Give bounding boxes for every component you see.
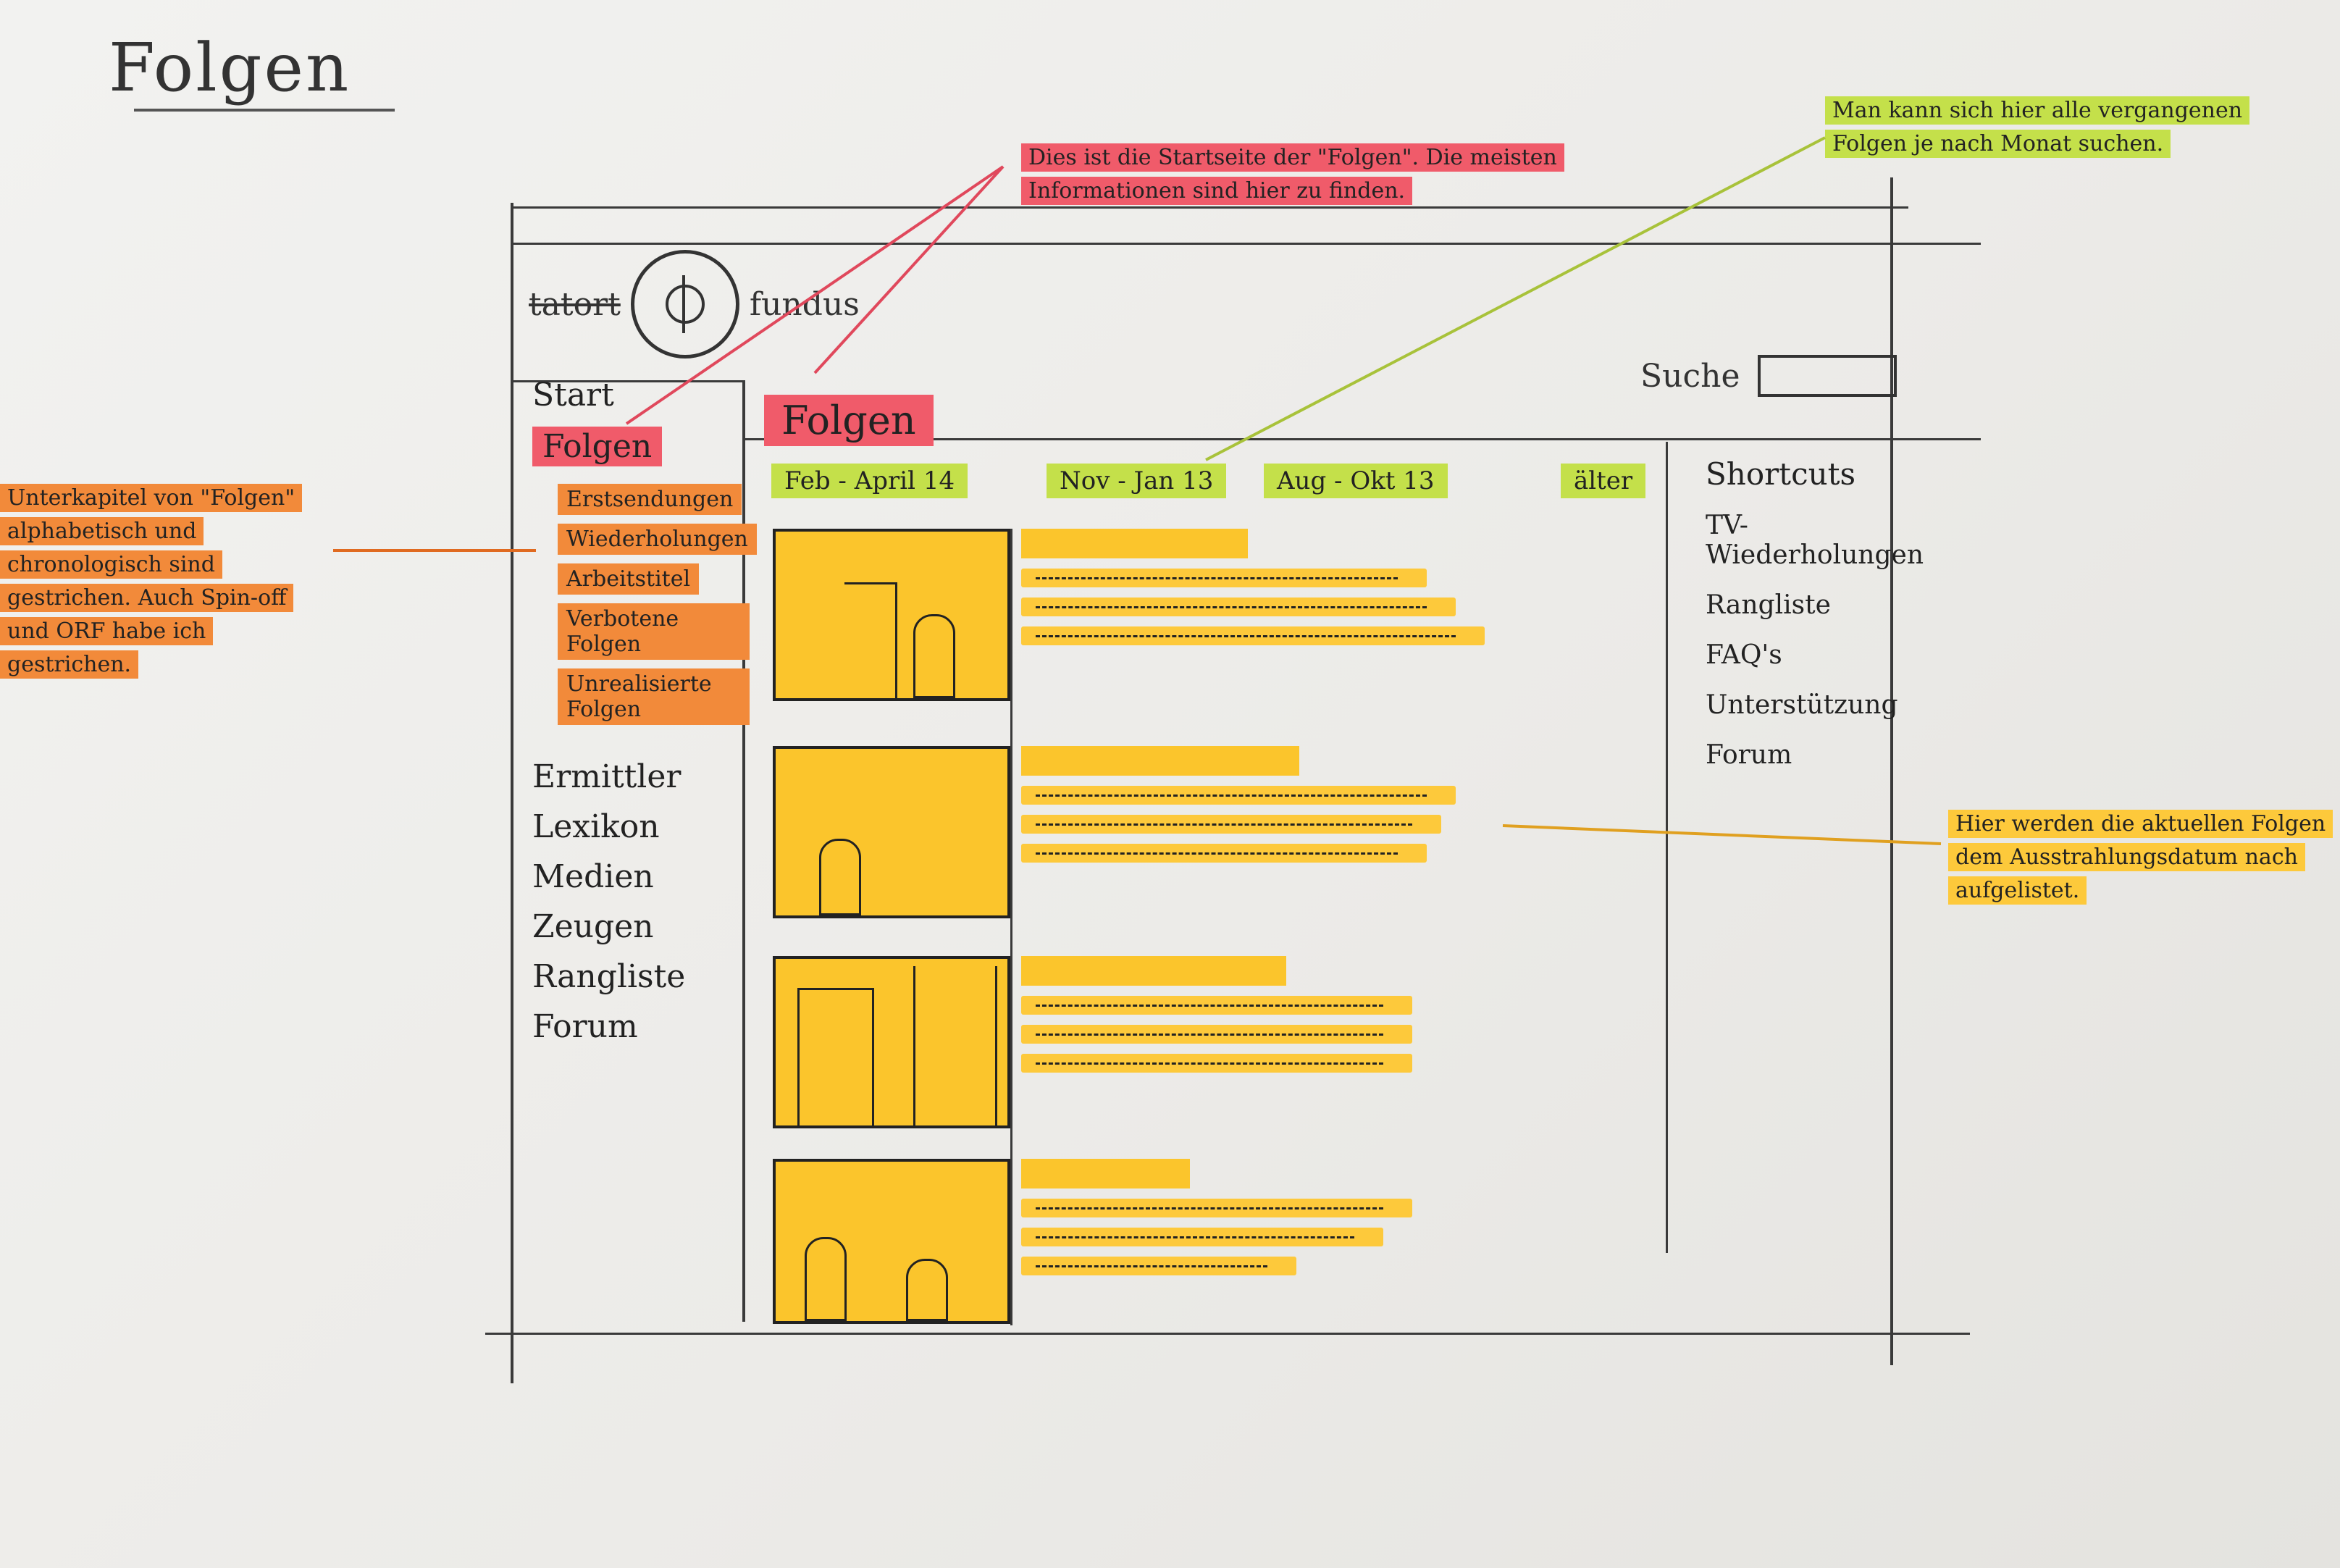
episode-item[interactable] bbox=[764, 956, 1488, 1130]
subnav-item-unrealisierte-folgen[interactable]: Unrealisierte Folgen bbox=[558, 668, 750, 725]
shortcuts-panel: Shortcuts TV-Wiederholungen Rangliste FA… bbox=[1706, 456, 1924, 790]
shortcut-faq[interactable]: FAQ's bbox=[1706, 640, 1782, 670]
leader-red-2 bbox=[813, 165, 1005, 374]
episode-description-line bbox=[1021, 996, 1412, 1015]
annotation-green: Man kann sich hier alle vergangenen Folg… bbox=[1825, 94, 2267, 161]
person-figure-icon bbox=[906, 1259, 948, 1321]
curtain-sketch bbox=[913, 966, 997, 1125]
subnav-item-erstsendungen[interactable]: Erstsendungen bbox=[558, 484, 742, 515]
episode-item[interactable] bbox=[764, 746, 1488, 920]
frame-right-border bbox=[1890, 177, 1893, 1365]
episode-title-placeholder[interactable] bbox=[1021, 529, 1248, 558]
month-tab-aug-okt[interactable]: Aug - Okt 13 bbox=[1264, 464, 1448, 498]
frame-bottom-border bbox=[485, 1333, 1970, 1335]
episode-description-line bbox=[1021, 1228, 1383, 1246]
crosshair-icon bbox=[630, 250, 739, 359]
nav-item-ermittler[interactable]: Ermittler bbox=[532, 758, 682, 795]
episode-description-line bbox=[1021, 1054, 1412, 1073]
page-title: Folgen bbox=[109, 29, 351, 106]
episode-text bbox=[1021, 529, 1485, 645]
episode-thumbnail[interactable] bbox=[773, 529, 1010, 701]
search: Suche bbox=[1640, 355, 1897, 397]
episode-description-line bbox=[1021, 1257, 1296, 1275]
logo-text-right: fundus bbox=[749, 285, 860, 323]
nav-item-forum[interactable]: Forum bbox=[532, 1008, 638, 1045]
nav-item-start[interactable]: Start bbox=[532, 377, 614, 414]
month-tab-feb-april[interactable]: Feb - April 14 bbox=[771, 464, 968, 498]
annotation-orange: Unterkapitel von "Folgen" alphabetisch u… bbox=[0, 482, 333, 682]
episode-item[interactable] bbox=[764, 1159, 1488, 1333]
nav-content-divider bbox=[742, 380, 745, 1322]
episode-description-line bbox=[1021, 1025, 1412, 1044]
nav-item-zeugen[interactable]: Zeugen bbox=[532, 908, 654, 945]
frame-top-border bbox=[511, 206, 1908, 209]
logo[interactable]: tatort fundus bbox=[529, 250, 860, 359]
episode-description-line bbox=[1021, 786, 1456, 805]
window-sketch bbox=[797, 988, 874, 1125]
month-tab-nov-jan[interactable]: Nov - Jan 13 bbox=[1047, 464, 1227, 498]
shortcut-rangliste[interactable]: Rangliste bbox=[1706, 590, 1831, 620]
annotation-yellow: Hier werden die aktuellen Folgen dem Aus… bbox=[1948, 808, 2339, 907]
month-tab-aelter[interactable]: älter bbox=[1561, 464, 1646, 498]
header-divider bbox=[511, 243, 1981, 245]
nav-item-medien[interactable]: Medien bbox=[532, 858, 654, 895]
shortcut-unterstuetzung[interactable]: Unterstützung bbox=[1706, 690, 1898, 720]
person-figure-icon bbox=[913, 614, 955, 698]
folgen-submenu: Erstsendungen Wiederholungen Arbeitstite… bbox=[558, 479, 757, 729]
shortcuts-title: Shortcuts bbox=[1706, 456, 1856, 492]
subnav-item-arbeitstitel[interactable]: Arbeitstitel bbox=[558, 563, 700, 595]
episode-description-line bbox=[1021, 569, 1427, 587]
episode-description-line bbox=[1021, 1199, 1412, 1217]
nav-item-lexikon[interactable]: Lexikon bbox=[532, 808, 660, 845]
annotation-red: Dies ist die Startseite der "Folgen". Di… bbox=[1021, 141, 1615, 208]
episode-item[interactable] bbox=[764, 529, 1488, 703]
episode-title-placeholder[interactable] bbox=[1021, 956, 1287, 986]
logo-text-left: tatort bbox=[529, 285, 621, 323]
person-figure-icon bbox=[805, 1237, 847, 1321]
episode-thumbnail[interactable] bbox=[773, 956, 1010, 1128]
episode-title-placeholder[interactable] bbox=[1021, 1159, 1190, 1188]
episode-thumbnail[interactable] bbox=[773, 746, 1010, 918]
nav-item-folgen[interactable]: Folgen bbox=[532, 427, 663, 466]
nav-divider bbox=[511, 380, 742, 382]
episode-description-line bbox=[1021, 815, 1441, 834]
content-top-divider bbox=[742, 438, 1981, 440]
subnav-item-verbotene-folgen[interactable]: Verbotene Folgen bbox=[558, 603, 750, 660]
episode-title-placeholder[interactable] bbox=[1021, 746, 1300, 776]
title-underline bbox=[134, 109, 395, 112]
episode-description-line bbox=[1021, 598, 1456, 616]
shortcut-forum[interactable]: Forum bbox=[1706, 740, 1792, 770]
search-input[interactable] bbox=[1757, 355, 1897, 397]
episode-text bbox=[1021, 746, 1456, 863]
month-tabs: Feb - April 14 Nov - Jan 13 Aug - Okt 13… bbox=[771, 464, 1648, 514]
door-sketch bbox=[844, 582, 897, 698]
content-shortcuts-divider bbox=[1666, 442, 1668, 1253]
episode-thumbnail[interactable] bbox=[773, 1159, 1010, 1324]
subnav-item-wiederholungen[interactable]: Wiederholungen bbox=[558, 524, 757, 555]
episode-description-line bbox=[1021, 626, 1485, 645]
shortcut-tv-wiederholungen[interactable]: TV-Wiederholungen bbox=[1706, 511, 1924, 570]
episode-text bbox=[1021, 956, 1456, 1073]
search-label: Suche bbox=[1640, 357, 1740, 395]
person-figure-icon bbox=[819, 839, 861, 915]
left-nav: Start Folgen Erstsendungen Wiederholunge… bbox=[532, 377, 757, 1058]
content-heading: Folgen bbox=[764, 395, 934, 446]
episode-description-line bbox=[1021, 844, 1427, 863]
leader-green bbox=[1205, 136, 1826, 461]
episode-text bbox=[1021, 1159, 1456, 1275]
thumb-column-divider bbox=[1010, 529, 1012, 1325]
frame-left-border bbox=[511, 203, 513, 1383]
leader-red-1 bbox=[625, 165, 1005, 425]
leader-yellow bbox=[1502, 824, 1942, 845]
nav-item-rangliste[interactable]: Rangliste bbox=[532, 958, 686, 995]
